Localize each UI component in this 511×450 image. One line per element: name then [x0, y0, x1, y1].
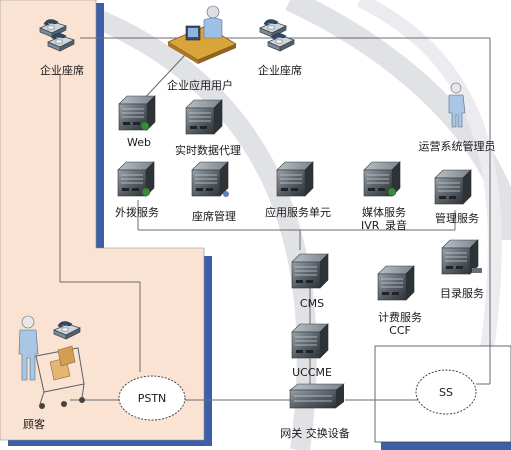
label-directory-service: 目录服务 — [440, 287, 484, 300]
mgmt-server-icon — [434, 169, 472, 205]
label-app-user: 企业应用用户 — [167, 79, 233, 92]
shopping-cart-icon — [35, 345, 85, 409]
label-billing-service: 计费服务 — [378, 311, 422, 324]
realtime-proxy-server-icon — [185, 99, 223, 135]
label-realtime-proxy: 实时数据代理 — [175, 144, 241, 157]
pstn-cloud — [118, 375, 186, 421]
app-user-icon — [167, 5, 237, 64]
label-app-service-unit: 应用服务单元 — [265, 206, 331, 219]
cms-server-icon — [291, 253, 329, 289]
agent-mgmt-server-icon — [191, 161, 229, 197]
gateway-switch-icon — [289, 383, 345, 409]
label-mgmt-service: 管理服务 — [435, 212, 479, 225]
customer-icon — [18, 315, 39, 381]
label-customer: 顾客 — [23, 418, 45, 431]
ops-admin-icon — [448, 82, 466, 128]
label-agent-right: 企业座席 — [258, 64, 302, 77]
label-recording: 录音 — [385, 219, 407, 232]
label-ss: SS — [439, 386, 453, 399]
label-agent-mgmt: 座席管理 — [192, 210, 236, 223]
connection-lines — [59, 37, 491, 401]
label-ucceme: UCCME — [292, 366, 332, 379]
ss-cloud — [415, 369, 477, 415]
label-web: Web — [127, 136, 151, 149]
label-ccf: CCF — [389, 324, 411, 337]
billing-server-icon — [377, 265, 415, 301]
label-pstn: PSTN — [137, 392, 167, 405]
label-ivr: IVR — [361, 219, 380, 232]
label-cms: CMS — [299, 297, 325, 310]
ucceme-server-icon — [291, 323, 329, 359]
media-server-icon — [363, 161, 401, 197]
outbound-server-icon — [117, 161, 155, 197]
label-outbound: 外拨服务 — [115, 206, 159, 219]
directory-server-icon — [441, 239, 482, 275]
app-service-unit-server-icon — [276, 161, 314, 197]
label-agent-left: 企业座席 — [40, 64, 84, 77]
web-server-icon — [118, 95, 156, 131]
label-gateway-switch: 网关 交换设备 — [280, 427, 350, 440]
label-media-service: 媒体服务 — [362, 206, 406, 219]
label-ops-admin: 运营系统管理员 — [418, 140, 496, 153]
